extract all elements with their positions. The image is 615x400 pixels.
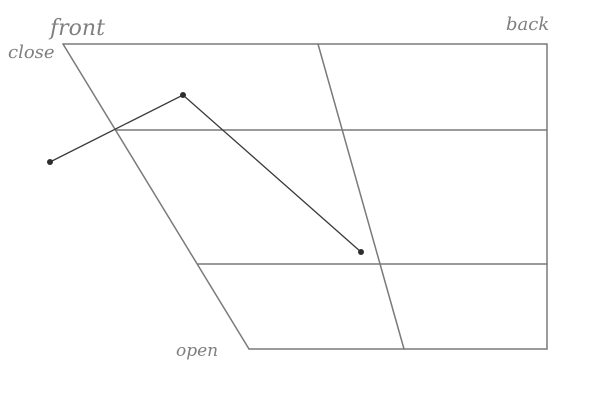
front-boundary-line bbox=[62, 43, 250, 350]
tongue-trace-line bbox=[49, 94, 362, 253]
axis-labels: front back close open bbox=[8, 14, 549, 361]
vowel-chart-grid bbox=[62, 43, 548, 350]
tongue-point-top bbox=[180, 92, 186, 98]
tongue-point-left bbox=[47, 159, 53, 165]
open-label: open bbox=[176, 341, 218, 361]
tongue-trace bbox=[47, 92, 364, 255]
back-label: back bbox=[506, 14, 549, 35]
tongue-point-right bbox=[358, 249, 364, 255]
close-label: close bbox=[8, 42, 55, 63]
front-label: front bbox=[48, 16, 105, 41]
central-divider-line bbox=[317, 43, 405, 350]
